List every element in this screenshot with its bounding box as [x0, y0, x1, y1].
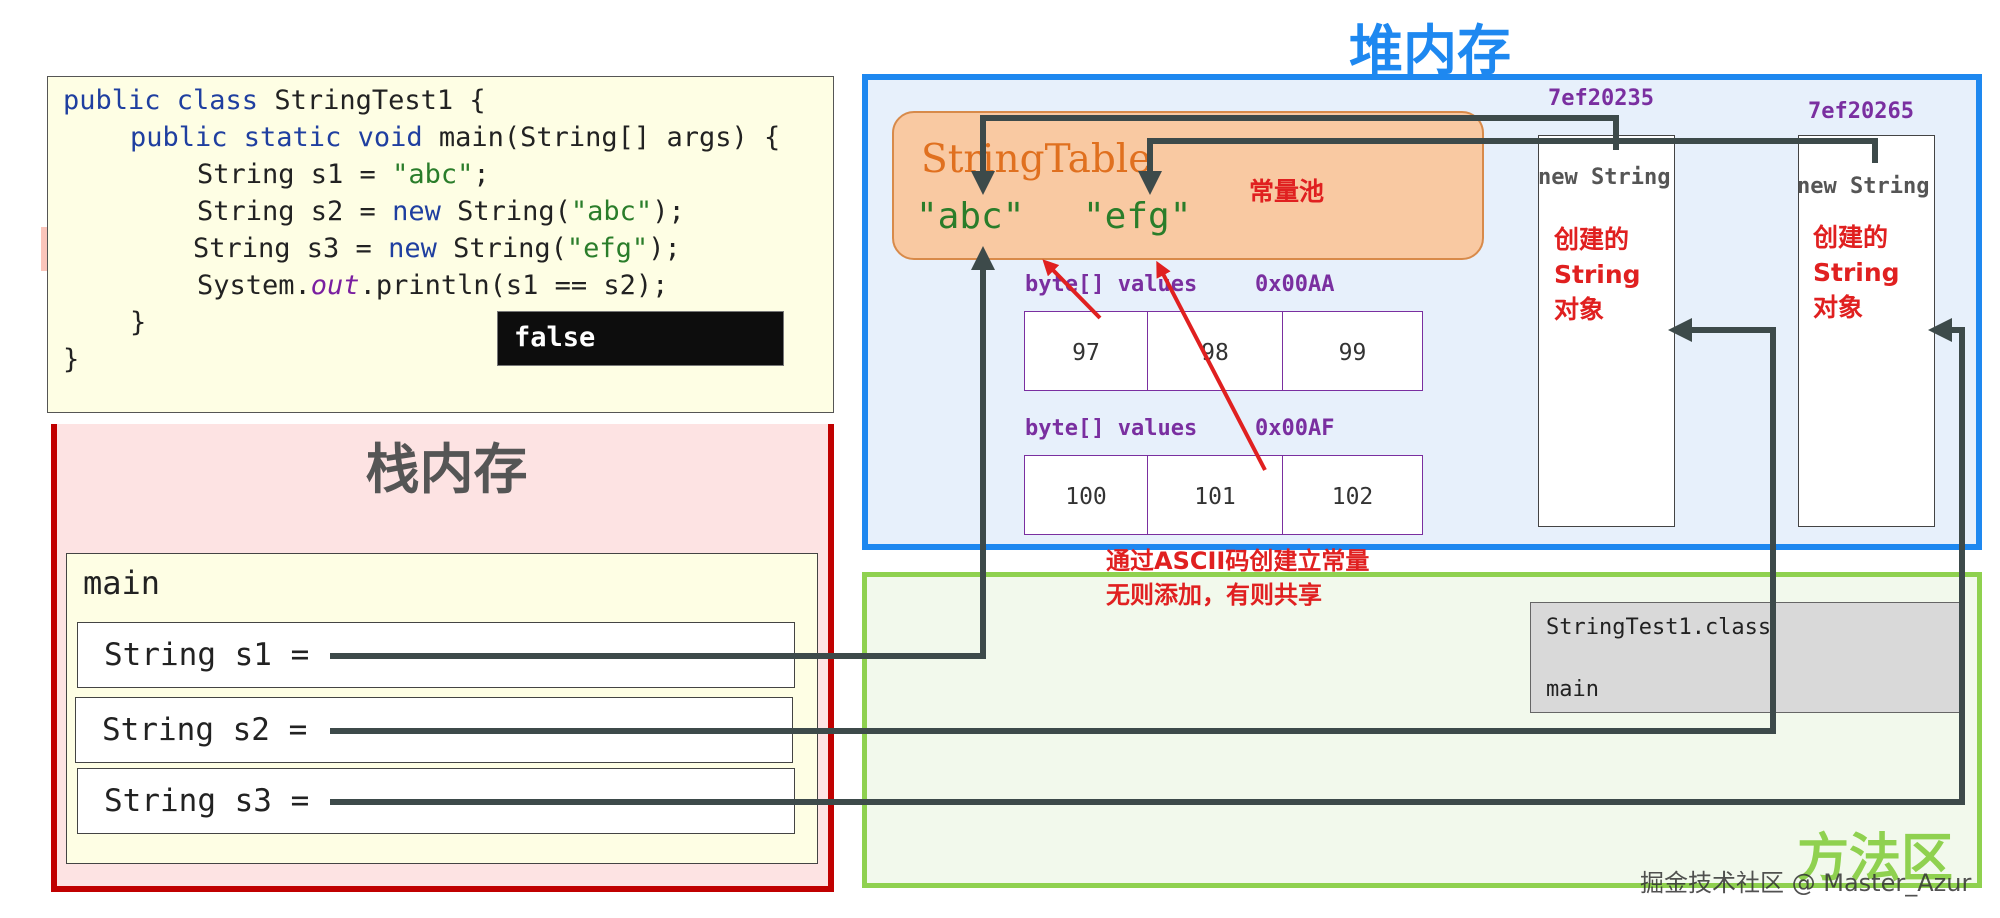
- stack-memory-title: 栈内存: [365, 437, 528, 501]
- code-line-8: }: [63, 344, 80, 375]
- arrow-object1-to-abc: [971, 115, 1619, 195]
- byte-cell: 99: [1282, 311, 1423, 391]
- code-line-1: public class StringTest1 {: [63, 85, 486, 116]
- arrow-bytes1-to-abc: [1042, 259, 1102, 320]
- byte-array-2-label: byte[] values: [1025, 416, 1198, 441]
- ascii-note: 通过ASCII码创建立常量 无则添加，有则共享: [1106, 547, 1370, 609]
- byte-cell: 101: [1147, 455, 1283, 535]
- byte-cell: 97: [1024, 311, 1148, 391]
- code-line-5: String s3 = new String("efg");: [193, 233, 681, 264]
- code-editor: public class StringTest1 { public static…: [47, 76, 834, 413]
- stack-var-s1: String s1 =: [77, 622, 795, 688]
- class-method: main: [1546, 677, 1599, 702]
- console-output: false: [497, 311, 784, 366]
- heap-memory-title: 堆内存: [1349, 19, 1511, 82]
- code-line-6: System.out.println(s1 == s2);: [197, 270, 669, 301]
- code-line-4: String s2 = new String("abc");: [197, 196, 685, 227]
- object-1-header: new String: [1538, 165, 1671, 190]
- string-object-2: [1798, 135, 1935, 527]
- object-1-address: 7ef20235: [1548, 86, 1654, 111]
- watermark: 掘金技术社区 @ Master_Azur: [1640, 869, 1972, 897]
- code-line-2: public static void main(String[] args) {: [130, 122, 781, 153]
- byte-array-1-address: 0x00AA: [1255, 272, 1335, 297]
- string-table-title: StringTable: [921, 137, 1152, 182]
- code-line-3: String s1 = "abc";: [197, 159, 490, 190]
- arrow-s2-to-object1: [330, 318, 1776, 734]
- arrow-object2-to-efg: [1138, 138, 1878, 195]
- arrow-s1-to-abc: [330, 246, 995, 659]
- object-2-header: new String: [1797, 174, 1930, 199]
- method-area-title: 方法区: [1797, 829, 1954, 889]
- byte-array-2-address: 0x00AF: [1255, 416, 1335, 441]
- constant-pool-label: 常量池: [1249, 177, 1325, 206]
- object-1-desc: 创建的 String 对象: [1554, 225, 1641, 324]
- main-frame-label: main: [83, 564, 161, 602]
- code-line-7: }: [130, 307, 147, 338]
- string-table-entry-abc: "abc": [916, 196, 1025, 237]
- class-name: StringTest1.class: [1546, 615, 1772, 640]
- object-2-address: 7ef20265: [1808, 99, 1914, 124]
- object-2-desc: 创建的 String 对象: [1813, 223, 1900, 322]
- byte-cell: 100: [1024, 455, 1148, 535]
- arrow-s3-to-object2: [330, 318, 1965, 805]
- arrow-bytes2-to-efg: [1156, 260, 1267, 471]
- string-table-entry-efg: "efg": [1083, 196, 1192, 237]
- byte-cell: 102: [1282, 455, 1423, 535]
- class-info-box: StringTest1.class main: [1530, 602, 1960, 713]
